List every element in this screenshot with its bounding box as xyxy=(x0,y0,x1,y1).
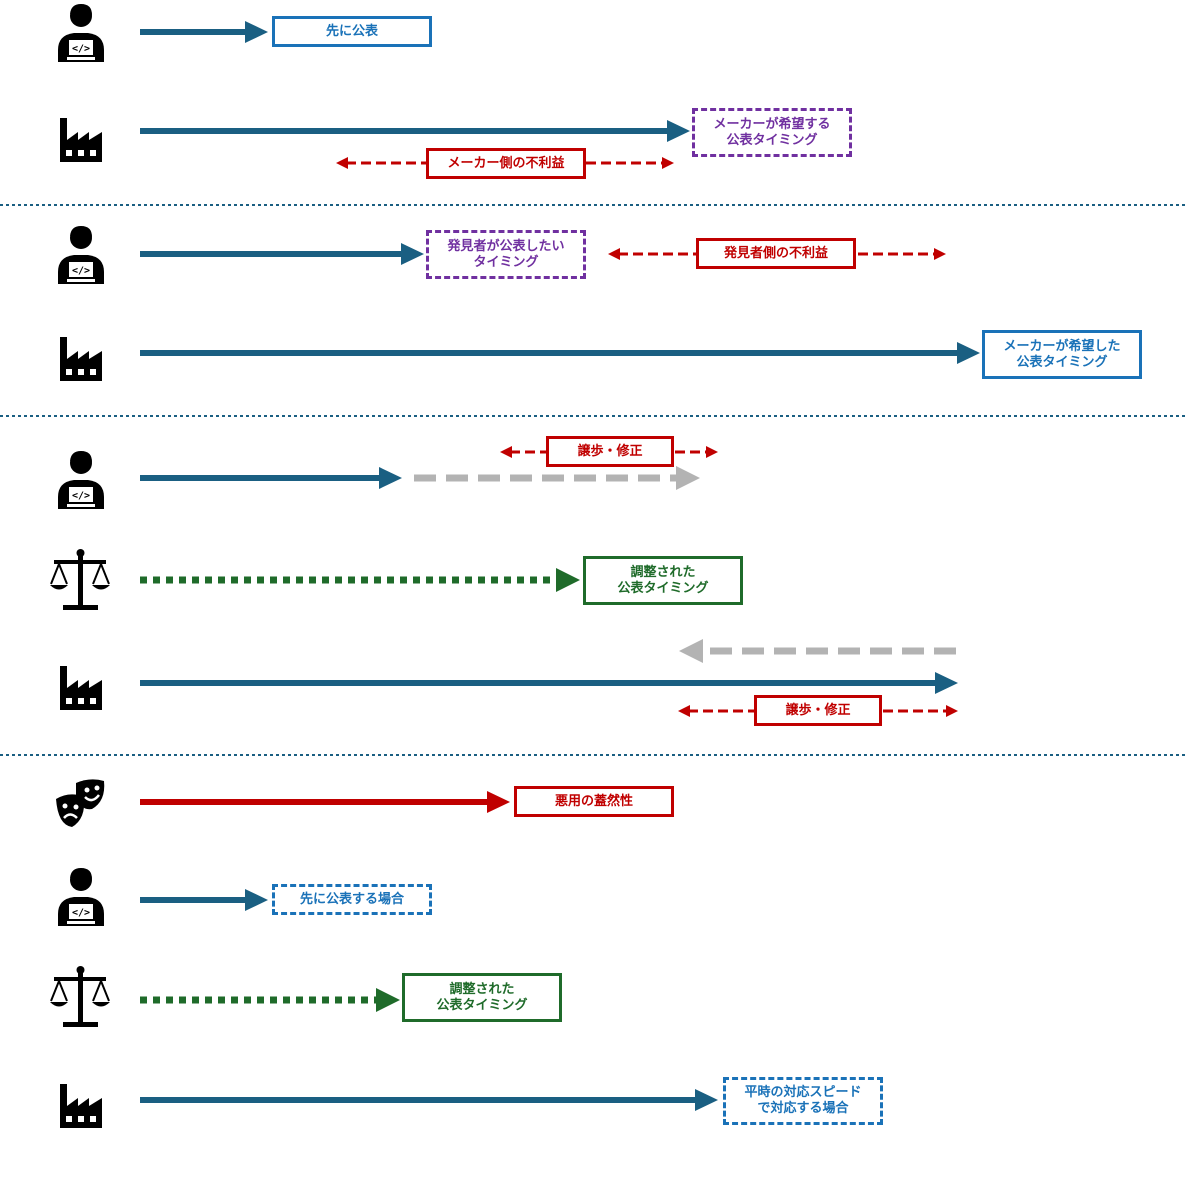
box-label: 悪用の蓋然性 xyxy=(554,793,633,809)
developer-laptop-icon xyxy=(58,226,104,284)
box-label: 譲歩・修正 xyxy=(577,443,643,459)
concession-label: 譲歩・修正 xyxy=(546,436,674,467)
abuse-probability-box: 悪用の蓋然性 xyxy=(514,786,674,817)
box-label-line2: 公表タイミング xyxy=(726,132,818,148)
box-label-line1: 発見者が公表したい xyxy=(447,238,565,254)
box-label-line2: 公表タイミング xyxy=(436,997,528,1013)
box-label: 発見者側の不利益 xyxy=(723,245,828,261)
box-label-line1: メーカーが希望した xyxy=(1003,338,1121,354)
developer-laptop-icon xyxy=(58,4,104,62)
factory-icon xyxy=(60,666,102,710)
box-label-line2: タイミング xyxy=(473,254,539,270)
developer-publish-first-box: 先に公表 xyxy=(272,16,432,47)
box-label-line2: 公表タイミング xyxy=(1016,354,1108,370)
balance-scale-icon xyxy=(49,965,111,1028)
box-label-line2: で対応する場合 xyxy=(757,1101,849,1116)
box-label: メーカー側の不利益 xyxy=(447,155,565,171)
developer-laptop-icon xyxy=(58,868,104,926)
box-label-line1: メーカーが希望する xyxy=(713,116,831,132)
adjusted-timing-box: 調整された 公表タイミング xyxy=(583,556,743,605)
factory-icon xyxy=(60,118,102,162)
box-label-line2: 公表タイミング xyxy=(617,580,709,596)
maker-desired-timing-box: メーカーが希望した 公表タイミング xyxy=(982,330,1142,379)
balance-scale-icon xyxy=(49,548,111,611)
maker-desired-timing-box: メーカーが希望する 公表タイミング xyxy=(692,108,852,157)
developer-laptop-icon xyxy=(58,451,104,509)
box-label-line1: 調整された xyxy=(630,564,696,580)
box-label: 先に公表 xyxy=(325,23,378,39)
finder-disadvantage-label: 発見者側の不利益 xyxy=(696,238,856,269)
concession-label: 譲歩・修正 xyxy=(754,695,882,726)
finder-desired-timing-box: 発見者が公表したい タイミング xyxy=(426,230,586,279)
factory-icon xyxy=(60,1084,102,1128)
box-label-line1: 平時の対応スピード xyxy=(744,1085,862,1100)
theater-masks-icon xyxy=(54,778,106,829)
developer-publish-first-box: 先に公表する場合 xyxy=(272,884,432,915)
adjusted-timing-box: 調整された 公表タイミング xyxy=(402,973,562,1022)
factory-icon xyxy=(60,337,102,381)
maker-normal-speed-box: 平時の対応スピード で対応する場合 xyxy=(723,1077,883,1125)
box-label: 譲歩・修正 xyxy=(785,702,851,718)
box-label-line1: 調整された xyxy=(449,981,515,997)
maker-disadvantage-label: メーカー側の不利益 xyxy=(426,148,586,179)
box-label: 先に公表する場合 xyxy=(299,891,404,907)
